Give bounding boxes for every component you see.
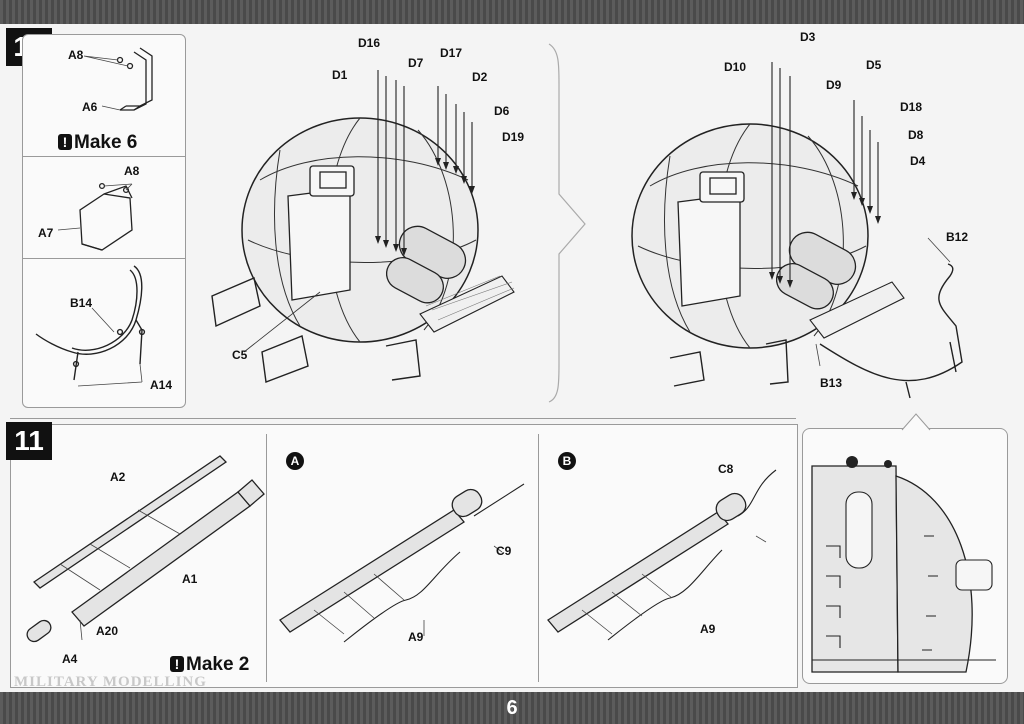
label-d8: D8 bbox=[908, 128, 924, 142]
make-6-note: !Make 6 bbox=[58, 132, 137, 154]
label-a1: A1 bbox=[182, 572, 198, 586]
label-a2: A2 bbox=[110, 470, 126, 484]
gun-barrel-assembly-drawing bbox=[26, 455, 265, 643]
label-a8: A8 bbox=[124, 164, 140, 178]
variant-a-drawing bbox=[279, 483, 525, 643]
label-d10: D10 bbox=[724, 60, 747, 74]
panel-divider bbox=[538, 434, 539, 682]
rail-b14-drawing bbox=[35, 265, 146, 387]
label-d17: D17 bbox=[440, 46, 463, 60]
step-10-subassembly-panel bbox=[22, 34, 186, 408]
label-d3: D3 bbox=[800, 30, 816, 44]
label-d2: D2 bbox=[472, 70, 488, 84]
make-6-text: Make 6 bbox=[74, 132, 138, 153]
label-d18: D18 bbox=[900, 100, 923, 114]
label-c5: C5 bbox=[232, 348, 248, 362]
panel-divider bbox=[22, 258, 186, 259]
label-d5: D5 bbox=[866, 58, 882, 72]
callout-pointer bbox=[901, 413, 931, 431]
label-a7: A7 bbox=[38, 226, 54, 240]
label-d9: D9 bbox=[826, 78, 842, 92]
label-c9: C9 bbox=[496, 544, 512, 558]
handle-a7-drawing bbox=[57, 182, 133, 251]
detail-turret-drawing bbox=[811, 456, 996, 673]
label-d1: D1 bbox=[332, 68, 348, 82]
turret-drawing-left bbox=[211, 70, 515, 383]
make-2-text: Make 2 bbox=[186, 654, 250, 675]
variant-b-drawing bbox=[547, 469, 777, 641]
label-a6: A6 bbox=[82, 100, 98, 114]
label-a14: A14 bbox=[150, 378, 173, 392]
panel-divider bbox=[22, 156, 186, 157]
turret-drawing-right bbox=[631, 62, 963, 399]
label-a9: A9 bbox=[700, 622, 716, 636]
label-b14: B14 bbox=[70, 296, 93, 310]
label-d7: D7 bbox=[408, 56, 424, 70]
label-a8: A8 bbox=[68, 48, 84, 62]
label-d6: D6 bbox=[494, 104, 510, 118]
step-arrow-chevron bbox=[548, 43, 586, 403]
label-b12: B12 bbox=[946, 230, 969, 244]
label-a20: A20 bbox=[96, 624, 119, 638]
label-d16: D16 bbox=[358, 36, 381, 50]
label-b13: B13 bbox=[820, 376, 843, 390]
label-a9: A9 bbox=[408, 630, 424, 644]
step-11-badge: 11 bbox=[6, 422, 52, 460]
step-11-top-rule bbox=[10, 418, 796, 419]
label-a4: A4 bbox=[62, 652, 78, 666]
watermark: MILITARY MODELLING bbox=[14, 674, 207, 690]
make-2-note: !Make 2 bbox=[170, 654, 249, 676]
variant-b-marker: B bbox=[558, 452, 576, 470]
variant-a-marker: A bbox=[286, 452, 304, 470]
label-d4: D4 bbox=[910, 154, 926, 168]
top-band bbox=[0, 0, 1024, 24]
handle-a6-drawing bbox=[83, 47, 153, 111]
warning-icon: ! bbox=[170, 656, 184, 672]
warning-icon: ! bbox=[58, 134, 72, 150]
label-d19: D19 bbox=[502, 130, 525, 144]
page-number: 6 bbox=[506, 697, 518, 719]
bottom-band bbox=[0, 692, 1024, 724]
label-c8: C8 bbox=[718, 462, 734, 476]
panel-divider bbox=[266, 434, 267, 682]
